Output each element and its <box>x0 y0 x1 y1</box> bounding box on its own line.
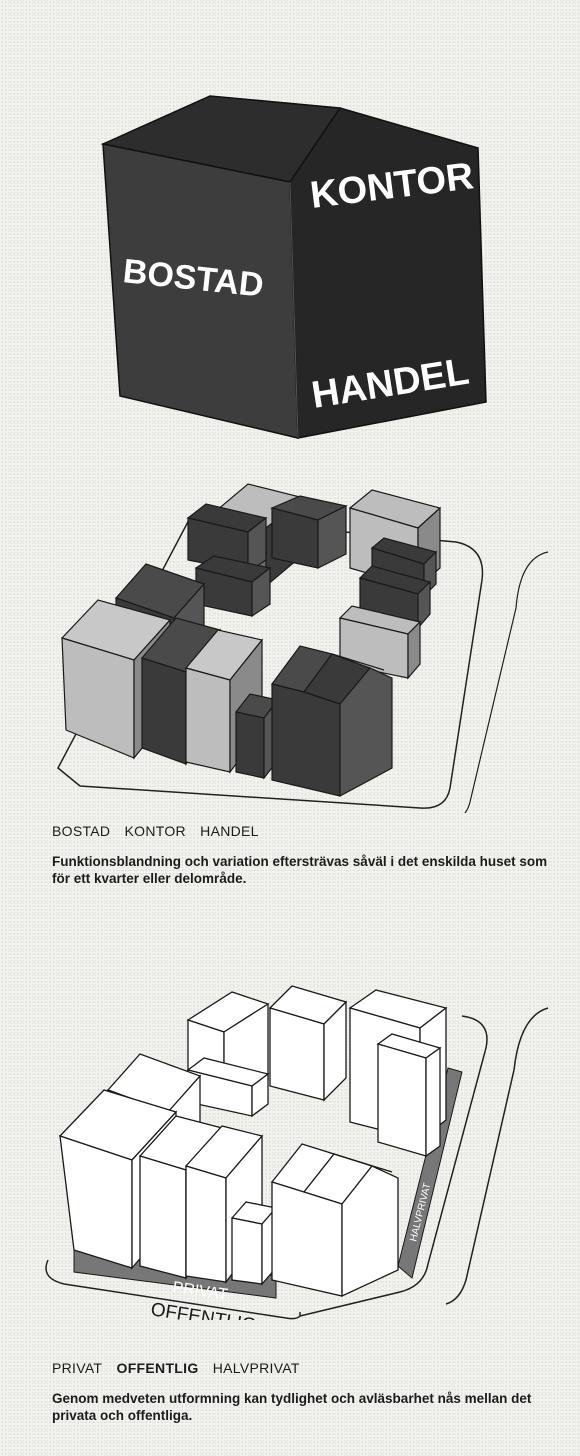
description-section-1: Funktionsblandning och variation efterst… <box>52 854 548 886</box>
label-halvprivat: HALVPRIVAT <box>212 1360 300 1376</box>
courtyard-bracket <box>464 551 549 813</box>
ground-plot <box>57 517 484 809</box>
white-building-back-center <box>268 985 348 1102</box>
mixed-use-cube: BOSTAD KONTOR HANDEL <box>100 95 487 439</box>
white-building-mid-left <box>186 1057 270 1118</box>
label-privat: PRIVAT <box>52 1360 103 1376</box>
zone-labels: PRIVAT OFFENTLIG HALVPRIVAT <box>52 1360 552 1376</box>
caption-section-2: PRIVAT OFFENTLIG HALVPRIVAT Genom medvet… <box>52 1360 552 1424</box>
building-mid-left-lower <box>194 555 272 618</box>
white-building-front-4 <box>230 1201 278 1286</box>
label-bostad: BOSTAD <box>52 823 111 839</box>
label-kontor: KONTOR <box>124 823 186 839</box>
courtyard-bracket-2 <box>445 1007 549 1305</box>
label-offentlig: OFFENTLIG <box>116 1360 199 1376</box>
white-building-right-stack <box>376 1033 442 1158</box>
description-section-2: Genom medveten utformning kan tydlighet … <box>52 1391 532 1423</box>
zone-label-offentlig: OFFENTLIG <box>149 1299 258 1320</box>
building-front-5-gabled <box>270 645 393 798</box>
building-back-center <box>270 495 348 569</box>
label-handel: HANDEL <box>200 823 259 839</box>
block-diagram-zones: PRIVAT OFFENTLIG HALVPRIVAT <box>45 985 549 1320</box>
ground-plot-2 <box>45 1259 301 1320</box>
caption-section-1: BOSTAD KONTOR HANDEL Funktionsblandning … <box>52 823 552 887</box>
building-mid-left-upper <box>186 503 268 574</box>
block-diagram-mixed-use <box>57 483 549 813</box>
white-building-front-5-gabled <box>270 1143 399 1298</box>
function-labels: BOSTAD KONTOR HANDEL <box>52 823 552 839</box>
